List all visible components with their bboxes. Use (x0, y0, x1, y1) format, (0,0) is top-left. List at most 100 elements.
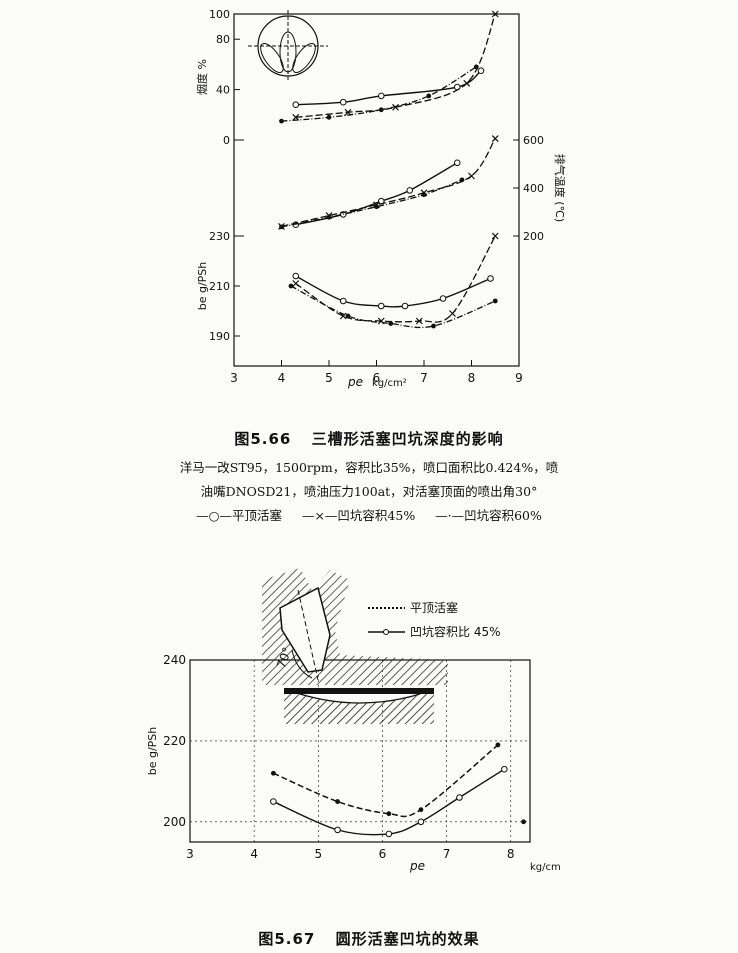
fig2-series (270, 742, 526, 838)
fig1-be-point-2-0 (288, 283, 294, 289)
fig1-smoke-point-2-3 (426, 93, 432, 99)
fig2-xlabel: pe (409, 859, 425, 873)
fig1-exhaust-line-1 (281, 138, 496, 228)
fig1-exhaust-point-2-3 (421, 192, 427, 198)
fig1-exhaust-line-2 (281, 179, 463, 228)
fig1-smoke-point-1-4 (491, 10, 499, 18)
fig1-be-point-2-2 (388, 321, 394, 326)
fig1-be-point-1-3 (415, 317, 423, 325)
fig1-be-point-0-4 (439, 295, 447, 302)
piston-lobe-center (279, 31, 297, 73)
fig2-point-0-0 (270, 770, 276, 776)
fig1-smoke-ylabel: 烟度 % (195, 59, 209, 95)
piston-crown (284, 688, 434, 694)
fig1-be-point-2-3 (431, 323, 436, 329)
fig2-frame (189, 659, 531, 843)
fig1-be-line-1 (295, 235, 496, 323)
fig1-xtick-label-0: 3 (230, 371, 238, 385)
piston-cross-section: 70° (262, 568, 448, 724)
fig1-be-point-1-5 (491, 232, 499, 240)
fig2-title: 圆形活塞凹坑的效果 (335, 930, 480, 948)
fig1-exhaust-ytick-label-0: 200 (523, 230, 544, 243)
fig2-point-0-3 (418, 807, 424, 813)
fig1-exhaust-point-0-4 (453, 159, 461, 167)
piston-lobe-right (292, 43, 316, 73)
fig1-smoke-line-0 (295, 70, 482, 106)
fig2-point-0-2 (386, 811, 392, 817)
fig2-ytick-label-1: 220 (163, 734, 186, 748)
fig1-exhaust-ylabel: 排气温度 (℃) (553, 154, 567, 222)
fig1-smoke-ytick-label-1: 40 (216, 84, 230, 97)
fig1-exhaust-point-2-0 (279, 224, 284, 230)
piston-top-icon (248, 10, 328, 82)
fig1-legend: —○—平顶活塞 —×—凹坑容积45% —·—凹坑容积60% (0, 506, 738, 526)
fig1-xtick-label-3: 6 (373, 371, 381, 385)
fig1-be-point-2-1 (345, 313, 351, 319)
piston-lobe-left (260, 43, 284, 73)
fig1-smoke-line-1 (295, 13, 496, 118)
fig1-smoke-point-0-2 (377, 92, 385, 100)
fig1-be-point-0-2 (377, 302, 385, 310)
fig2-xtick-label-0: 3 (186, 847, 194, 861)
fig1-series (278, 10, 499, 329)
fig1-exhaust-point-0-3 (406, 187, 414, 194)
fig2-point-0-4 (495, 742, 501, 748)
fig2-xtick-label-3: 6 (379, 847, 387, 861)
fig1-title: 三槽形活塞凹坑深度的影响 (311, 430, 504, 448)
fig1-be-ytick-label-1: 210 (209, 280, 230, 293)
fig1-smoke-point-0-1 (339, 98, 347, 106)
fig1-smoke-point-0-0 (292, 101, 300, 109)
angle-arc (291, 649, 313, 679)
fig1-be-point-1-4 (449, 310, 456, 317)
fig1-legend-marker-0: —○— (196, 508, 233, 523)
injector-axis (297, 589, 319, 681)
angle-label: 70° (274, 645, 294, 670)
fig1-exhaust-line-0 (295, 162, 458, 226)
fig1-smoke-point-2-0 (279, 118, 284, 124)
fig1-be-line-0 (295, 275, 491, 308)
piston-bowl (299, 693, 421, 704)
fig1-smoke-ytick-label-0: 0 (223, 134, 230, 147)
fig1-be-ytick-label-0: 190 (209, 330, 230, 343)
fig2-ytick-label-2: 240 (163, 653, 186, 667)
fig1-be-line-2 (290, 285, 496, 329)
fig2-point-1-1 (334, 826, 341, 834)
fig1-exhaust-ytick-label-2: 600 (523, 134, 544, 147)
fig1-smoke-ytick-label-3: 100 (209, 8, 230, 21)
fig1-legend-marker-1: —×— (301, 508, 338, 523)
fig1-be-point-0-3 (401, 302, 409, 310)
fig2-xtick-label-1: 4 (250, 847, 258, 861)
fig2-caption: 图5.67 圆形活塞凹坑的效果 (0, 928, 738, 949)
fig1-legend-label-2: 凹坑容积60% (464, 508, 542, 523)
fig2-point-1-5 (501, 765, 508, 773)
fig1-xtick-label-6: 9 (515, 371, 523, 385)
fig1-be-point-0-1 (339, 297, 347, 305)
fig1-exhaust-point-2-4 (459, 177, 465, 183)
fig2-line-0 (273, 744, 499, 818)
fig1-legend-label-0: 平顶活塞 (232, 508, 283, 523)
fig1-be-ylabel: be g/PSh (196, 262, 209, 311)
fig1-legend-marker-2: —·— (435, 508, 465, 523)
fig2-legend-marker-1 (383, 629, 389, 635)
fig2-line-1 (273, 768, 505, 836)
fig2-labels: 平顶活塞 凹坑容积比 45% (368, 600, 501, 639)
fig2-ylabel: be g/PSh (146, 727, 159, 776)
fig2-point-1-2 (385, 830, 393, 838)
fig1-number: 图5.66 (234, 430, 292, 448)
fig1-xlabel-var: pe (347, 375, 363, 389)
fig1-smoke-point-2-4 (473, 64, 479, 70)
fig1-smoke-point-2-2 (378, 107, 384, 113)
fig2-point-0-1 (335, 799, 340, 804)
fig1-xtick-label-1: 4 (278, 371, 286, 385)
fig1-desc-1: 洋马一改ST95，1500rpm，容积比35%，喷口面积比0.424%，喷 (179, 460, 559, 475)
fig1-xtick-label-2: 5 (325, 371, 333, 385)
fig2-xunit: kg/cm (530, 862, 561, 873)
fig1-exhaust-point-1-5 (491, 135, 499, 142)
fig2-legend-label-0: 平顶活塞 (410, 600, 458, 615)
fig1-exhaust-point-2-2 (374, 204, 379, 210)
fig2-ytick-label-0: 200 (163, 815, 186, 829)
fig1-be-point-0-5 (487, 275, 494, 282)
